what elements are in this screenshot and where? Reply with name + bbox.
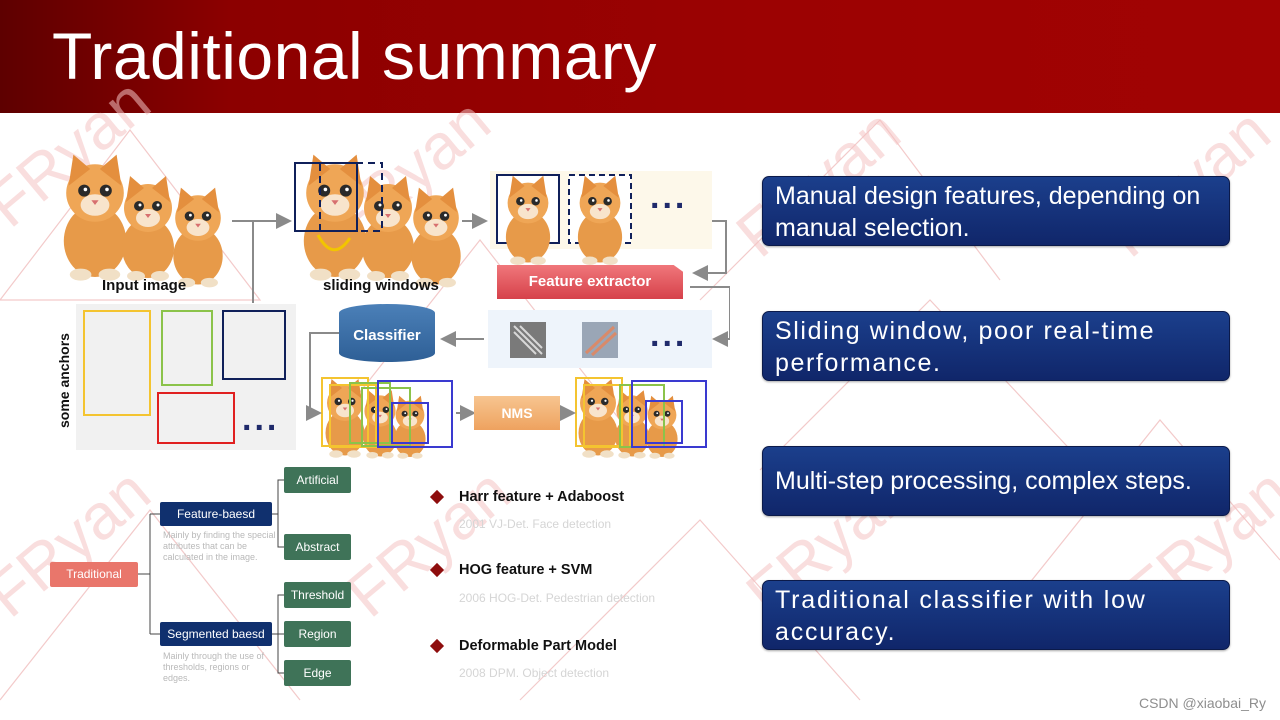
diamond-bullet-icon: [429, 489, 445, 505]
method-3-subtitle: 2008 DPM. Object detection: [459, 666, 610, 680]
method-3-title: Deformable Part Model: [459, 638, 617, 654]
tree-threshold: Threshold: [284, 582, 351, 608]
csdn-credit: CSDN @xiaobai_Ry: [1138, 695, 1266, 711]
tree-region: Region: [284, 621, 351, 647]
summary-card-1: Manual design features, depending on man…: [762, 176, 1230, 246]
summary-card-4: Traditional classifier with low accuracy…: [762, 580, 1230, 650]
anchor-navy: [222, 310, 286, 380]
anchor-green: [161, 310, 213, 386]
anchors-ellipsis: ...: [242, 400, 280, 438]
tree-feature-based: Feature-baesd: [160, 502, 272, 526]
tree-edge: Edge: [284, 660, 351, 686]
sliding-windows-label: sliding windows: [323, 277, 439, 294]
crops-ellipsis: ...: [650, 178, 688, 216]
segmented-based-note: Mainly through the use of thresholds, re…: [163, 651, 265, 683]
features-ellipsis: ...: [650, 316, 688, 354]
bbox-cats-after-nms: [575, 377, 707, 459]
detection-pipeline: [63, 154, 730, 459]
feature-extractor-block: Feature extractor: [497, 265, 683, 299]
summary-card-2: Sliding window, poor real-time performan…: [762, 311, 1230, 381]
method-2-subtitle: 2006 HOG-Det. Pedestrian detection: [459, 591, 656, 605]
tree-segmented-based: Segmented baesd: [160, 622, 272, 646]
anchor-red: [157, 392, 235, 444]
tree-artificial: Artificial: [284, 467, 351, 493]
some-anchors-label: some anchors: [56, 333, 72, 428]
sliding-window-cats-image: [294, 154, 461, 288]
bbox-cats-before-nms: [321, 377, 453, 459]
feature-based-note: Mainly by finding the special attributes…: [163, 530, 276, 562]
diamond-bullet-icon: [429, 638, 445, 654]
method-2-title: HOG feature + SVM: [459, 562, 593, 578]
anchor-yellow: [83, 310, 151, 416]
anchors-panel: ...: [76, 304, 296, 450]
diamond-bullet-icon: [429, 562, 445, 578]
tree-abstract: Abstract: [284, 534, 351, 560]
summary-card-3: Multi-step processing, complex steps.: [762, 446, 1230, 516]
taxonomy-tree-lines: [138, 479, 284, 674]
input-cats-image: [63, 154, 223, 288]
slide-title: Traditional summary: [52, 19, 657, 93]
tree-root-traditional: Traditional: [50, 562, 138, 587]
slide-header: Traditional summary: [0, 0, 1280, 113]
method-1-title: Harr feature + Adaboost: [459, 489, 625, 505]
input-image-label: Input image: [102, 277, 187, 294]
classifier-block: Classifier: [339, 304, 435, 362]
method-1-subtitle: 2001 VJ-Det. Face detection: [459, 517, 612, 531]
nms-block: NMS: [474, 396, 560, 430]
